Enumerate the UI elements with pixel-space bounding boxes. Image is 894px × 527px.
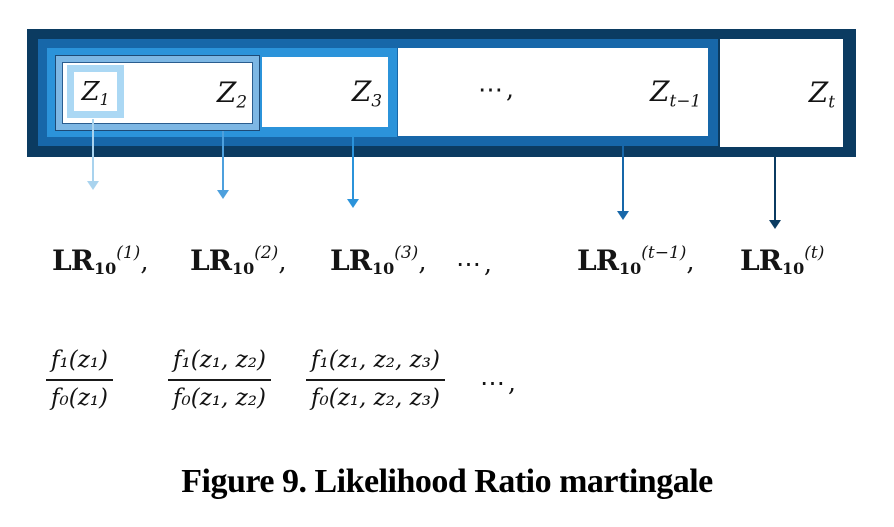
arrow-z1-icon xyxy=(87,119,99,190)
label-zt: Zt xyxy=(808,76,835,110)
likelihood-fraction-row: f₁(z₁) f₀(z₁) f₁(z₁, z₂) f₀(z₁, z₂) f₁(z… xyxy=(0,346,894,436)
z3-sub: 3 xyxy=(371,90,382,111)
sequence-ellipsis: ⋯, xyxy=(478,74,517,104)
zt-minus-1-main: Z xyxy=(650,75,670,108)
cell-z3: Z3 xyxy=(262,57,388,127)
fraction-2-numerator: f₁(z₁, z₂) xyxy=(168,346,271,381)
zt-minus-1-sub: t−1 xyxy=(669,90,701,111)
fraction-ellipsis: ⋯, xyxy=(480,368,519,397)
lr-term-t: LR10(t) xyxy=(740,243,825,278)
cell-zt-minus-1: ⋯, Zt−1 xyxy=(398,48,708,136)
nested-box-1-highlight: Z1 xyxy=(67,65,124,118)
z2-main: Z xyxy=(216,76,237,109)
label-zt-minus-1: Zt−1 xyxy=(650,75,701,109)
arrow-zt-minus-1-icon xyxy=(617,146,629,220)
z1-main: Z xyxy=(81,76,100,107)
fraction-1-numerator: f₁(z₁) xyxy=(46,346,114,381)
lr-term-2: LR10(2), xyxy=(190,243,287,278)
fraction-2-denominator: f₀(z₁, z₂) xyxy=(173,384,266,411)
cell-zt: Zt xyxy=(720,39,843,147)
lr-term-t-minus-1: LR10(t−1), xyxy=(577,243,695,278)
fraction-3: f₁(z₁, z₂, z₃) f₀(z₁, z₂, z₃) xyxy=(306,346,445,414)
arrow-zt-icon xyxy=(769,157,781,229)
label-z1: Z1 xyxy=(81,76,110,109)
likelihood-ratio-row: LR10(1), LR10(2), LR10(3), ⋯, LR10(t−1),… xyxy=(0,243,894,289)
z3-main: Z xyxy=(351,75,372,108)
fraction-1: f₁(z₁) f₀(z₁) xyxy=(46,346,114,414)
fraction-2: f₁(z₁, z₂) f₀(z₁, z₂) xyxy=(168,346,271,414)
arrow-z3-icon xyxy=(347,137,359,208)
arrow-z2-icon xyxy=(217,131,229,199)
lr-term-3: LR10(3), xyxy=(330,243,427,278)
z2-sub: 2 xyxy=(236,91,247,112)
label-z3: Z3 xyxy=(351,75,382,109)
cell-z1: Z1 xyxy=(74,72,117,111)
z1-sub: 1 xyxy=(99,90,110,109)
lr-term-1: LR10(1), xyxy=(52,243,149,278)
zt-sub: t xyxy=(828,91,835,112)
label-z2: Z2 xyxy=(216,76,247,110)
zt-main: Z xyxy=(808,76,829,109)
figure-caption: Figure 9. Likelihood Ratio martingale xyxy=(181,463,713,500)
lr-ellipsis: ⋯, xyxy=(456,249,495,278)
fraction-3-numerator: f₁(z₁, z₂, z₃) xyxy=(306,346,445,381)
fraction-1-denominator: f₀(z₁) xyxy=(51,384,109,411)
fraction-3-denominator: f₀(z₁, z₂, z₃) xyxy=(311,384,440,411)
